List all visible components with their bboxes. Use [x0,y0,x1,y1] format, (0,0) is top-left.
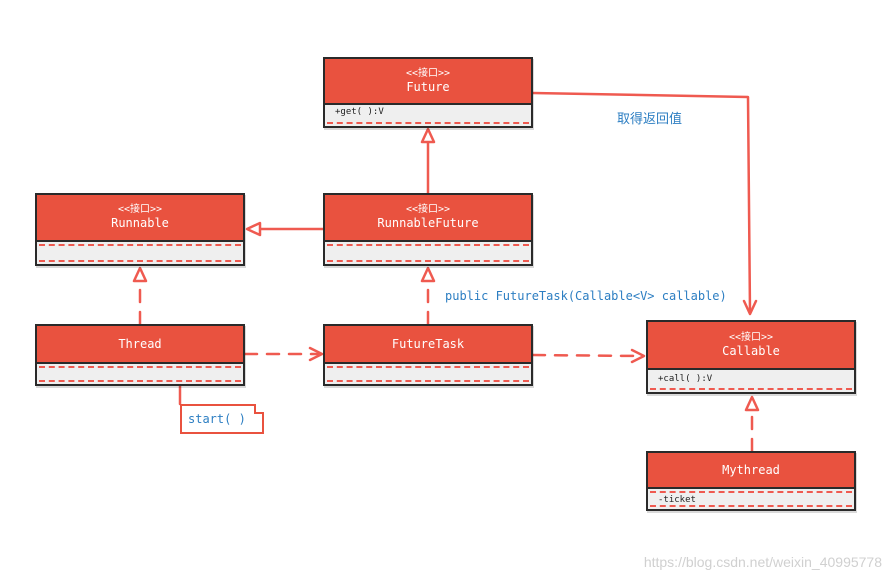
class-members [37,364,243,384]
class-name: Runnable [111,216,169,230]
arrowhead-futuretask [308,346,324,362]
return-value-label: 取得返回值 [617,112,683,127]
class-name: Mythread [722,462,780,477]
arrowhead-runnablefuture [420,266,436,283]
class-runnable-future[interactable]: <<接口>> RunnableFuture [323,193,533,266]
arrowhead-callable [630,348,646,364]
stereotype-label: <<接口>> [728,331,774,343]
class-header: FutureTask [325,326,531,364]
method-get: +get( ):V [335,107,384,117]
note-start[interactable]: start( ) [180,404,264,434]
class-runnable[interactable]: <<接口>> Runnable [35,193,245,266]
class-header: Mythread [648,453,854,489]
class-header: Thread [37,326,243,364]
arrowhead-runnable-from-thread [132,266,148,283]
note-fold-corner [254,404,264,414]
watermark: https://blog.csdn.net/weixin_40995778 [643,554,882,570]
class-callable[interactable]: <<接口>> Callable +call( ):V [646,320,856,394]
class-header: <<接口>> RunnableFuture [325,195,531,242]
class-header: <<接口>> Future [325,59,531,105]
stereotype-label: <<接口>> [405,67,451,79]
class-future[interactable]: <<接口>> Future +get( ):V [323,57,533,128]
class-name: Thread [118,336,162,351]
arrowhead-callable-return [742,299,758,316]
field-ticket: -ticket [658,495,696,505]
class-header: <<接口>> Runnable [37,195,243,242]
note-text: start( ) [188,412,246,426]
arrowhead-future [420,127,436,144]
connector-futuretask-callable [531,353,642,358]
class-name: FutureTask [391,336,465,351]
class-members: -ticket [648,489,854,509]
method-call: +call( ):V [658,374,713,384]
class-members [325,364,531,384]
class-header: <<接口>> Callable [648,322,854,370]
stereotype-label: <<接口>> [117,204,163,215]
class-name: RunnableFuture [377,216,479,230]
class-mythread[interactable]: Mythread -ticket [646,451,856,511]
class-members: +get( ):V [325,105,531,126]
class-members: +call( ):V [648,370,854,392]
class-members [325,242,531,264]
arrowhead-runnable [245,221,262,237]
arrowhead-callable-from-mythread [744,395,760,412]
class-name: Callable [722,343,780,358]
constructor-label: public FutureTask(Callable<V> callable) [445,289,727,303]
class-thread[interactable]: Thread [35,324,245,386]
connector-future-callable [531,91,752,314]
class-members [37,242,243,264]
class-futuretask[interactable]: FutureTask [323,324,533,386]
class-name: Future [406,79,450,94]
stereotype-label: <<接口>> [405,204,451,215]
